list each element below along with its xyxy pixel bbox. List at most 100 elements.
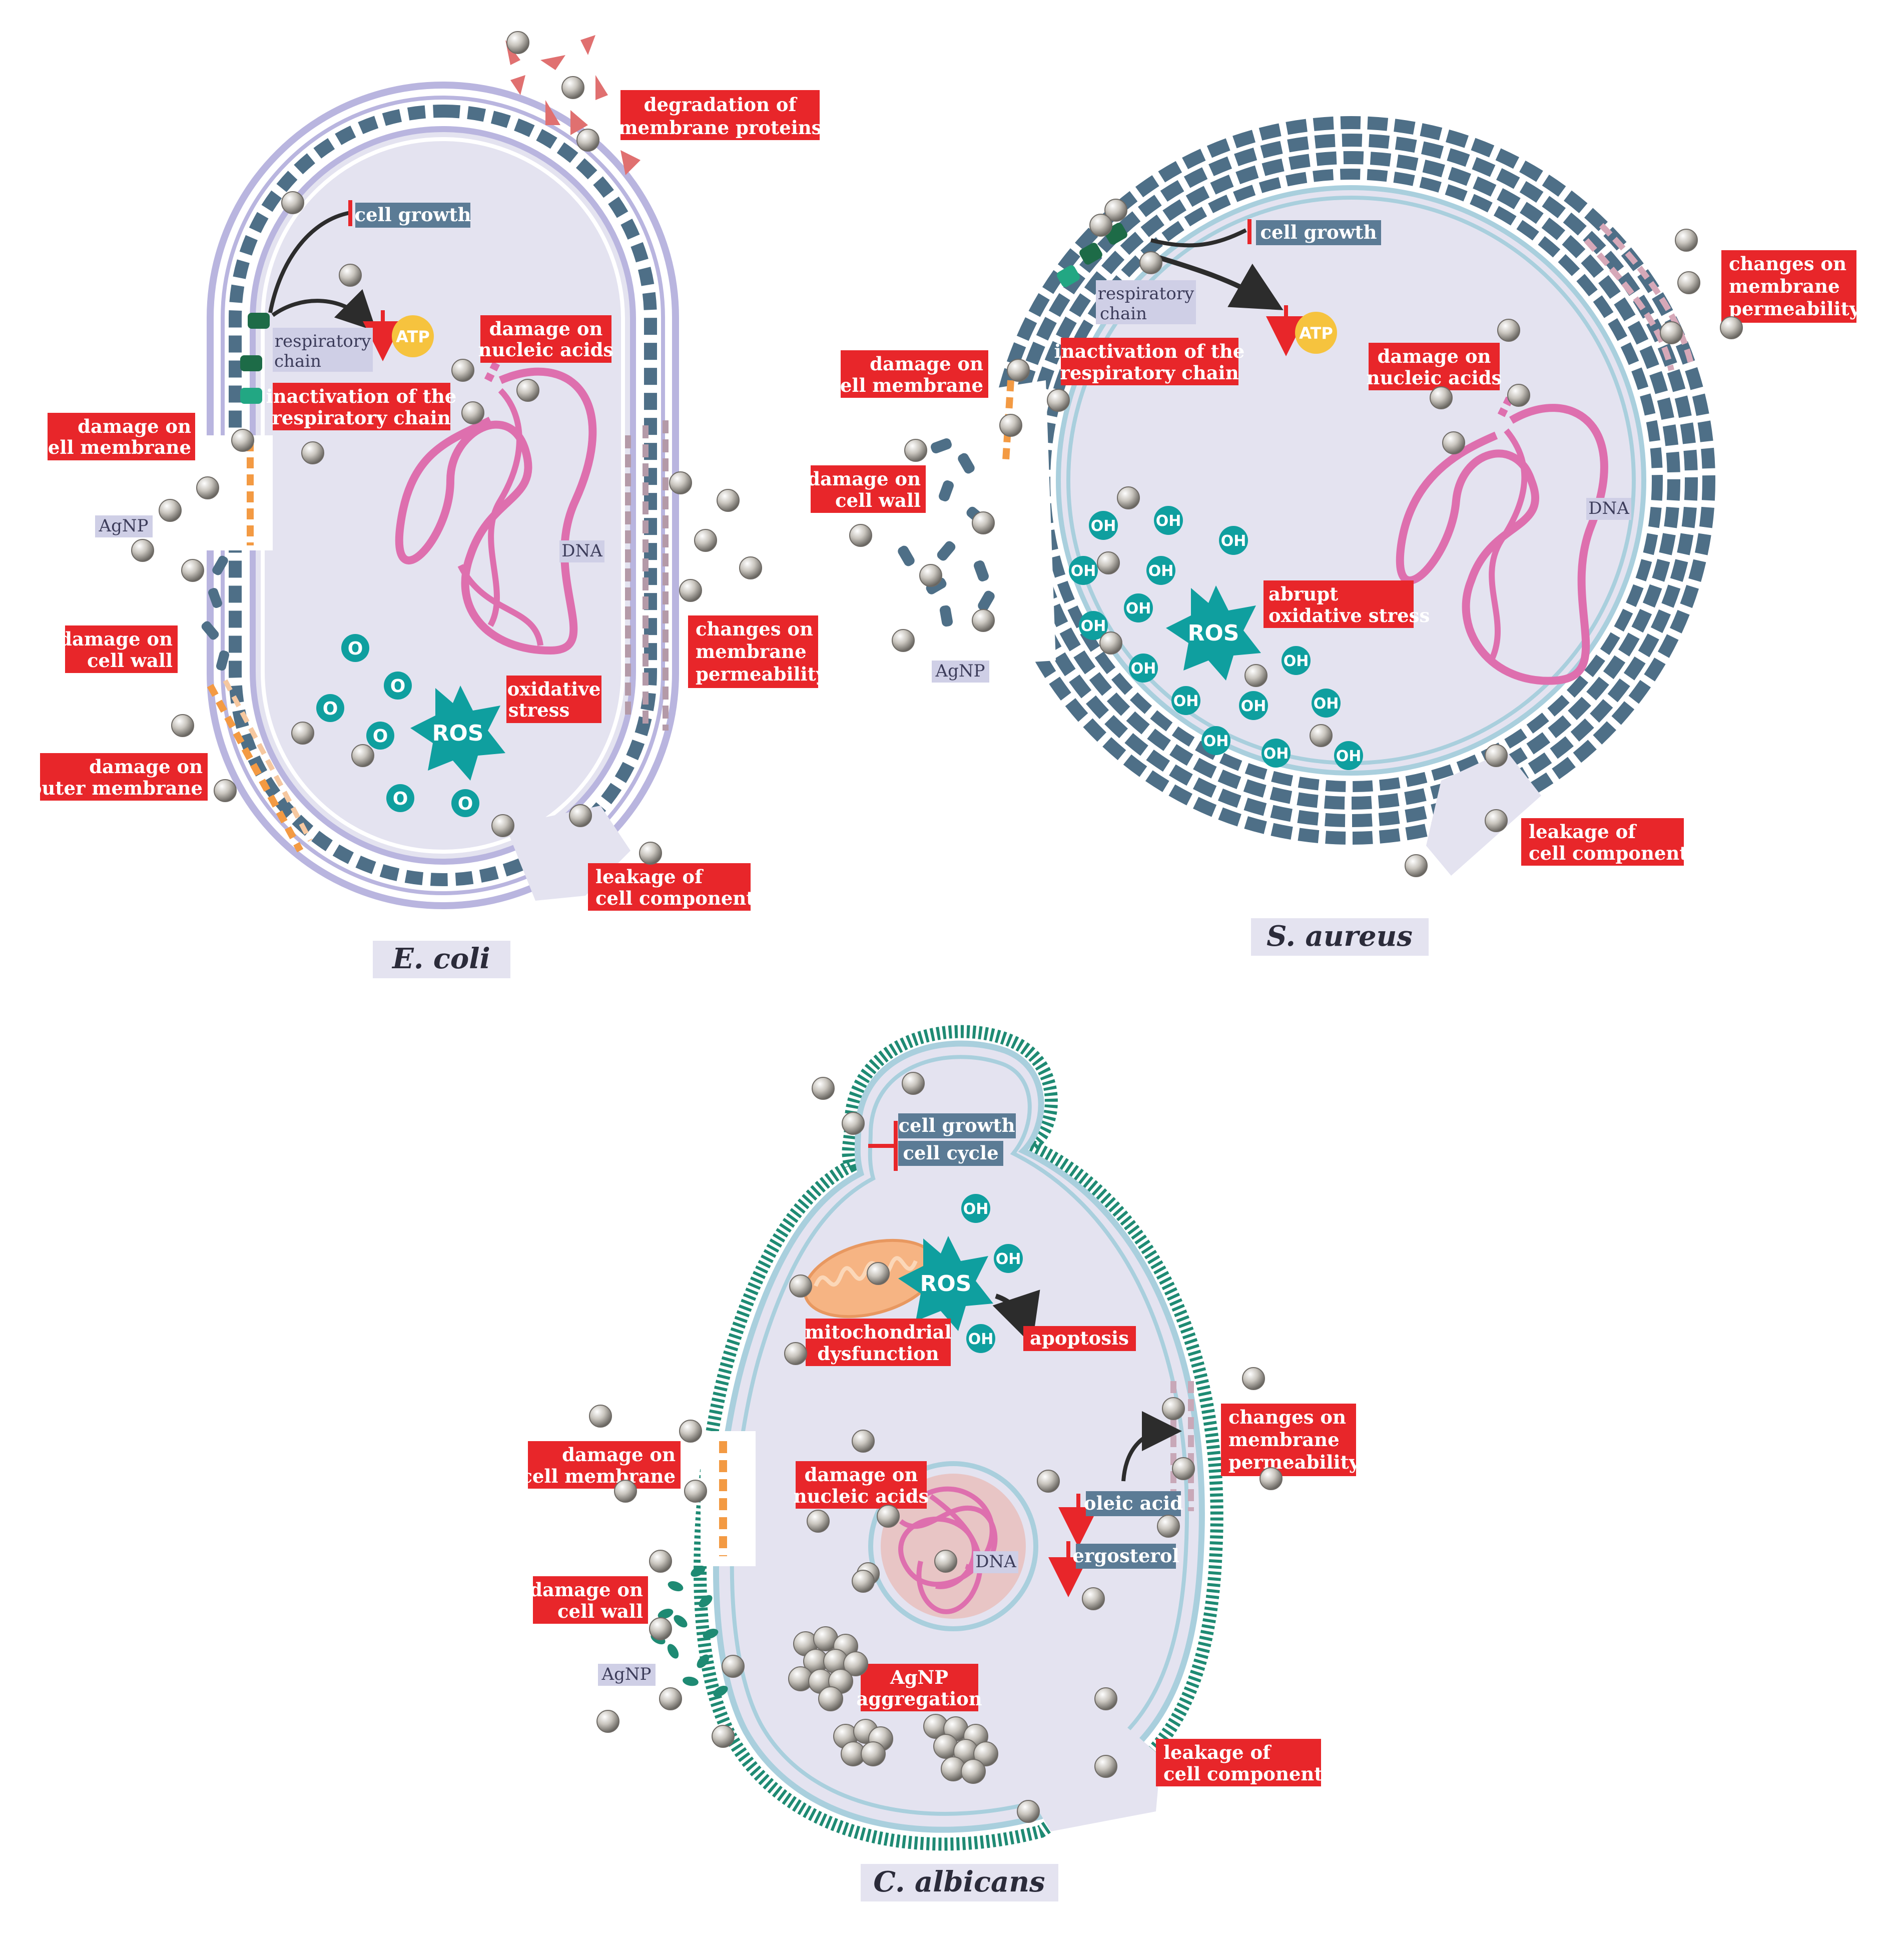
ecoli-oxidative-label: oxidative stress	[506, 676, 601, 723]
agnp-particle	[739, 556, 762, 579]
svg-text:AgNP: AgNP	[935, 661, 985, 681]
agnp-particle	[1162, 1397, 1185, 1420]
svg-text:AgNP: AgNP	[99, 516, 149, 536]
agnp-particle	[159, 499, 182, 522]
svg-text:OH: OH	[968, 1331, 994, 1348]
agnp-particle	[849, 524, 872, 547]
svg-text:oxidative stress: oxidative stress	[1268, 604, 1430, 626]
agnp-particle	[892, 629, 915, 652]
ecoli-wall-fragments	[201, 555, 230, 671]
saureus-cell-wall-label: damage on cell wall	[807, 465, 926, 513]
ecoli-title: E. coli	[373, 941, 510, 978]
svg-text:leakage of: leakage of	[595, 866, 704, 888]
calbicans-title: C. albicans	[861, 1864, 1058, 1901]
svg-text:O: O	[348, 638, 363, 659]
svg-text:damage on: damage on	[1378, 345, 1491, 367]
agnp-particle	[181, 559, 204, 582]
agnp-particle	[1097, 551, 1120, 574]
svg-text:AgNP: AgNP	[890, 1666, 948, 1688]
ecoli-resp-protein-3	[240, 388, 262, 404]
calbicans-leakage-label: leakage of cell components	[1156, 1739, 1333, 1786]
svg-text:O: O	[323, 699, 338, 719]
agnp-particle	[516, 379, 539, 402]
saureus-dna	[1396, 388, 1608, 685]
agnp-particle	[919, 564, 942, 587]
agnp-particle	[291, 722, 314, 745]
saureus-dna-label: DNA	[1588, 498, 1629, 518]
agnp-particle	[694, 529, 717, 552]
svg-text:E. coli: E. coli	[391, 942, 490, 975]
agnp-particle	[1104, 199, 1127, 222]
svg-text:stress: stress	[508, 699, 570, 721]
svg-text:OH: OH	[1263, 745, 1289, 763]
agnp-particle	[214, 779, 237, 802]
agnp-particle	[1157, 1515, 1180, 1538]
agnp-particle	[669, 471, 692, 494]
ecoli-resp-protein-2	[240, 355, 262, 371]
svg-text:ergosterol: ergosterol	[1072, 1545, 1179, 1567]
svg-text:cell growth: cell growth	[899, 1114, 1015, 1136]
svg-text:damage on: damage on	[805, 1464, 918, 1486]
agnp-particle	[506, 31, 529, 54]
agnp-particle	[1017, 1800, 1040, 1823]
saureus-leakage-opening	[1426, 751, 1541, 876]
calbicans-apoptosis-label: apoptosis	[1023, 1326, 1136, 1351]
agnp-particle	[639, 842, 662, 865]
svg-text:O: O	[458, 794, 473, 814]
svg-text:respiratory chain: respiratory chain	[1060, 362, 1238, 384]
saureus-nucleic-acids-label: damage on nucleic acids	[1367, 343, 1502, 390]
saureus-cell-growth-label: cell growth	[1256, 220, 1381, 245]
agnp-particle	[301, 441, 324, 464]
ecoli-cell-wall-label: damage on cell wall	[59, 625, 178, 673]
svg-text:OH: OH	[963, 1200, 989, 1218]
agnp-particle	[649, 1550, 672, 1573]
calbicans-ros-label: ROS	[920, 1271, 972, 1297]
svg-text:apoptosis: apoptosis	[1030, 1327, 1129, 1349]
saureus-growth-inhibit-arrow	[1150, 228, 1247, 248]
agnp-particle	[812, 1077, 835, 1100]
svg-text:changes on: changes on	[1729, 253, 1846, 275]
saureus-ros-label: ROS	[1188, 620, 1239, 646]
agnp-particle	[722, 1655, 745, 1678]
agnp-particle	[596, 1710, 619, 1733]
calbicans-dna-label: DNA	[975, 1552, 1016, 1572]
agnp-particle	[1485, 809, 1508, 832]
calbicans-panel: ROS OH OH OH DNA cell growth	[521, 1025, 1361, 1901]
agnp-particle	[1082, 1587, 1105, 1610]
agnp-particle	[561, 76, 584, 99]
svg-text:cell growth: cell growth	[1260, 221, 1377, 243]
calbicans-permeability-label: changes on membrane permeability	[1221, 1404, 1361, 1476]
svg-text:inactivation of the: inactivation of the	[266, 385, 457, 407]
ecoli-dna-bg	[559, 540, 604, 562]
svg-text:cell membrane: cell membrane	[829, 374, 983, 396]
svg-text:membrane proteins: membrane proteins	[618, 117, 822, 139]
agnp-particle	[131, 539, 154, 562]
svg-text:cell components: cell components	[1529, 842, 1698, 864]
svg-text:membrane: membrane	[696, 640, 807, 663]
svg-text:mitochondrial: mitochondrial	[805, 1321, 951, 1343]
ecoli-atp-text: ATP	[396, 327, 430, 346]
agnp-aggregate-particle	[861, 1741, 886, 1766]
agnp-particle	[451, 359, 474, 382]
calbicans-ergosterol-label: ergosterol	[1072, 1544, 1179, 1569]
calbicans-mito-label: mitochondrial dysfunction	[805, 1319, 952, 1366]
agnp-particle	[1310, 724, 1333, 747]
saureus-permeability-stripes	[1584, 223, 1694, 371]
saureus-membrane	[1056, 185, 1646, 776]
svg-text:cell membrane: cell membrane	[37, 436, 191, 458]
agnp-particle	[196, 476, 219, 499]
calbicans-permeability-arrow	[1121, 1411, 1182, 1482]
svg-text:damage on: damage on	[59, 628, 173, 650]
svg-text:aggregation: aggregation	[856, 1688, 982, 1710]
agnp-particle	[852, 1570, 875, 1593]
svg-text:damage on: damage on	[489, 318, 603, 340]
ecoli-respiratory-chain-label: respiratory chain	[273, 328, 373, 372]
svg-text:leakage of: leakage of	[1163, 1741, 1272, 1763]
svg-text:damage on: damage on	[78, 415, 191, 437]
svg-text:OH: OH	[1284, 653, 1309, 670]
svg-text:chain: chain	[274, 351, 321, 371]
calbicans-apoptosis-arrow	[992, 1290, 1040, 1345]
saureus-atp-text: ATP	[1299, 324, 1333, 343]
agnp-particle	[1117, 486, 1140, 509]
